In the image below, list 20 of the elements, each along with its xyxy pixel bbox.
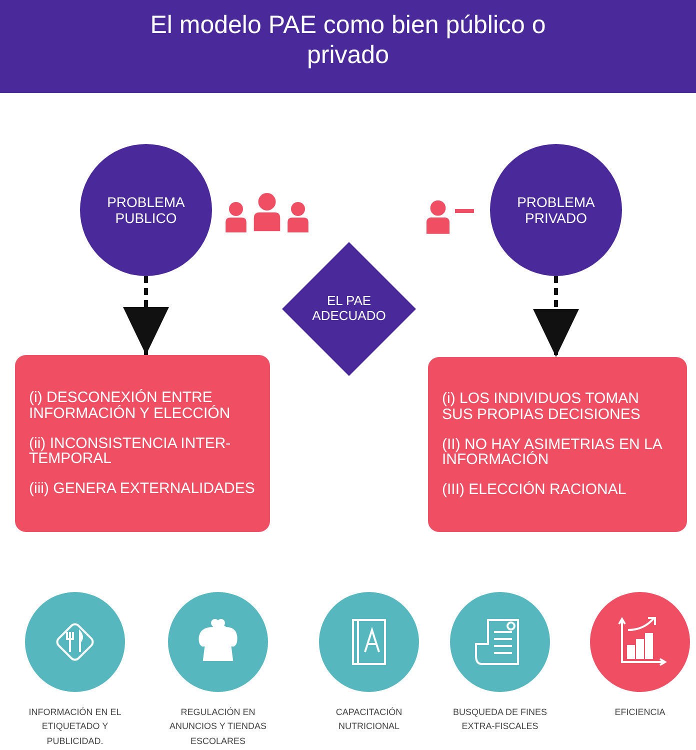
caption-text: EFICIENCIA (614, 706, 666, 719)
list-item-text: (II) NO HAY ASIMETRIAS EN LA INFORMACIÓN (442, 436, 663, 468)
list-item-text: (iii) GENERA EXTERNALIDADES (29, 481, 255, 497)
list-item-text: (III) ELECCIÓN RACIONAL (442, 482, 626, 498)
dashed-arrow (533, 276, 579, 357)
caption-text: REGULACIÓN EN ANUNCIOS Y TIENDAS ESCOLARES (168, 706, 268, 748)
circle-label: PROBLEMA PUBLICO (106, 194, 186, 226)
list-item-text: (ii) INCONSISTENCIA INTER-TEMPORAL (29, 436, 232, 468)
list-item-text: (i) DESCONEXIÓN ENTRE INFORMACIÓN Y ELECCIÓN (29, 390, 232, 422)
circle-label: PROBLEMA PRIVADO (516, 194, 596, 226)
dashed-arrow (123, 276, 169, 355)
text-panel (15, 355, 270, 532)
caption-text: CAPACITACIÓN NUTRICIONAL (334, 706, 404, 734)
text-panel (428, 357, 687, 532)
diamond-label: EL PAE ADECUADO (311, 294, 387, 324)
caption-text: INFORMACIÓN EN EL ETIQUETADO Y PUBLICIDAD. (28, 706, 122, 748)
diamond (282, 242, 416, 376)
title: El modelo PAE como bien público o privado (149, 10, 547, 70)
list-item-text: (i) LOS INDIVIDUOS TOMAN SUS PROPIAS DECISIONES (442, 391, 642, 423)
caption-text: BUSQUEDA DE FINES EXTRA-FISCALES (452, 706, 548, 734)
